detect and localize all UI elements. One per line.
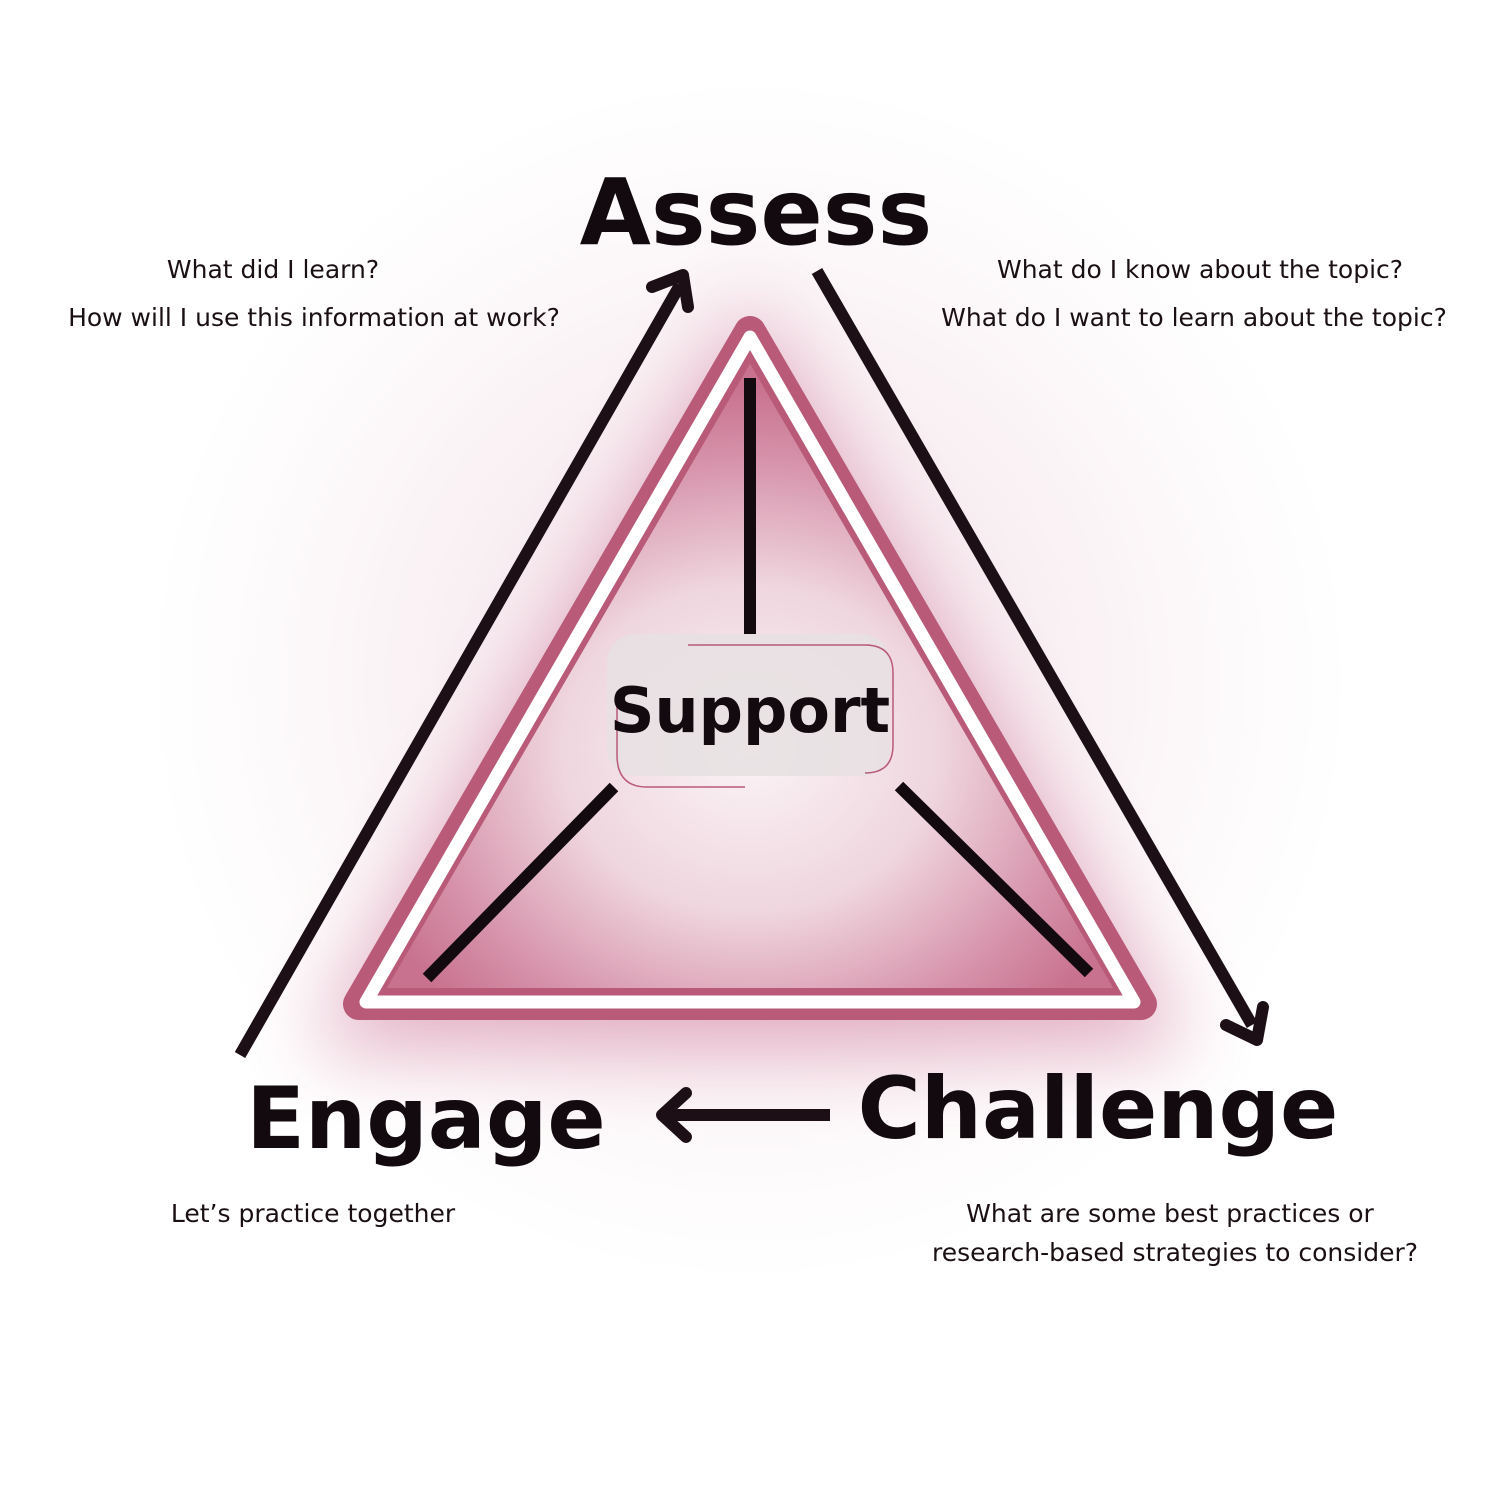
arrow-challenge-to-engage xyxy=(656,1087,830,1143)
triangle-white-line xyxy=(359,330,1141,1009)
arrow-engage-to-assess xyxy=(234,269,694,1058)
connector-to-engage xyxy=(422,782,619,983)
assess-right-question-1: What do I know about the topic? xyxy=(997,255,1403,284)
assess-left-question-1: What did I learn? xyxy=(167,255,379,284)
connector-to-challenge xyxy=(894,781,1094,978)
challenge-question-1: What are some best practices or xyxy=(966,1199,1374,1228)
assess-right-question-2: What do I want to learn about the topic? xyxy=(941,303,1447,332)
assess-label: Assess xyxy=(580,159,933,266)
support-box: Support xyxy=(607,634,894,788)
support-label: Support xyxy=(610,674,890,747)
engage-label: Engage xyxy=(246,1069,605,1169)
assess-left-question-2: How will I use this information at work? xyxy=(68,303,560,332)
challenge-label: Challenge xyxy=(858,1059,1339,1159)
engage-question: Let’s practice together xyxy=(171,1199,456,1228)
challenge-question-2: research-based strategies to consider? xyxy=(932,1238,1418,1267)
arrow-assess-to-challenge xyxy=(811,268,1269,1046)
